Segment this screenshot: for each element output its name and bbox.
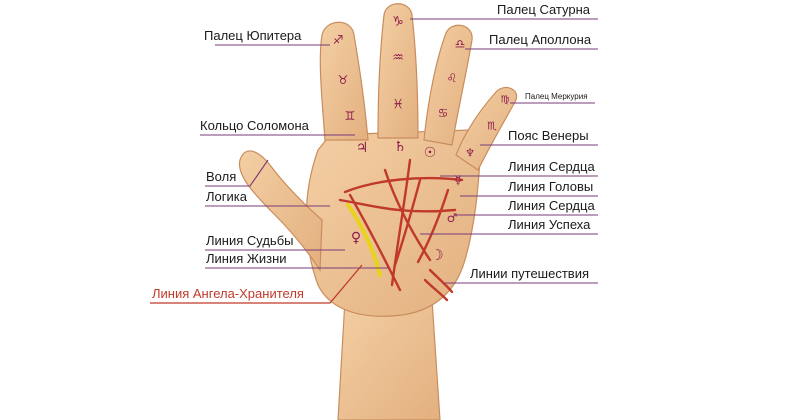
aquarius-icon: ♒ [392,51,404,66]
label-saturn-finger: Палец Сатурна [497,2,591,17]
hand-illustration [238,3,518,420]
label-travel-lines: Линии путешествия [470,266,589,281]
symbols: ♑ ♒ ♓ ♐ ♉ ♊ ♎ ♌ ♋ ♍ ♏ ♃ ♄ ☉ ♆ ☿ ♂ ♀ ☽ [333,15,510,265]
leo-icon: ♌ [447,71,458,85]
venus-icon: ♀ [351,230,361,246]
taurus-icon: ♉ [338,73,349,87]
wrist [337,299,441,420]
leader-will [205,159,269,187]
label-apollo-finger: Палец Аполлона [489,32,592,47]
labels: Палец Сатурна Палец Юпитера Палец Аполло… [152,2,595,301]
sun-mount-icon: ☉ [424,145,437,161]
sagittarius-icon: ♐ [333,33,344,47]
gemini-icon: ♊ [345,109,356,123]
label-life-line: Линия Жизни [206,251,287,266]
label-logic: Логика [206,189,248,204]
palm-lines [338,158,464,302]
cancer-icon: ♋ [438,106,449,120]
saturn-mount-icon: ♄ [394,139,407,155]
label-venus-belt: Пояс Венеры [508,128,589,143]
ring-finger [423,24,473,146]
label-head-line: Линия Головы [508,179,593,194]
label-will: Воля [206,169,236,184]
capricorn-icon: ♑ [392,15,404,30]
label-mercury-finger: Палец Меркурия [525,92,588,101]
label-success-line: Линия Успеха [508,217,591,232]
leader-guardian-angel [150,264,363,304]
life-line-curve [348,193,402,292]
libra-icon: ♎ [455,37,466,51]
jupiter-mount-icon: ♃ [356,140,369,156]
pisces-icon: ♓ [392,98,404,113]
little-finger [455,87,518,171]
fate-line-curve [390,158,412,287]
index-finger [319,21,369,141]
success-line-curve [416,188,450,264]
label-guardian-angel-line: Линия Ангела-Хранителя [152,286,304,301]
virgo-icon: ♍ [501,95,510,106]
heart-line-curve [343,176,464,194]
travel-line-1 [428,268,454,294]
thumb [238,150,323,272]
leader-lines [150,18,598,304]
label-fate-line: Линия Судьбы [206,233,294,248]
mars-icon: ♂ [447,211,458,225]
neptune-icon: ♆ [465,147,475,160]
label-heart-line-1: Линия Сердца [508,159,595,174]
head-line-curve [338,198,457,213]
label-jupiter-finger: Палец Юпитера [204,28,302,43]
moon-icon: ☽ [430,246,443,264]
middle-finger [377,3,419,139]
label-heart-line-2: Линия Сердца [508,198,595,213]
travel-line-2 [423,278,449,302]
mercury-planet-icon: ☿ [454,173,461,187]
cross-line-b [393,178,422,267]
scorpio-icon: ♏ [487,120,497,133]
label-solomon-ring: Кольцо Соломона [200,118,310,133]
